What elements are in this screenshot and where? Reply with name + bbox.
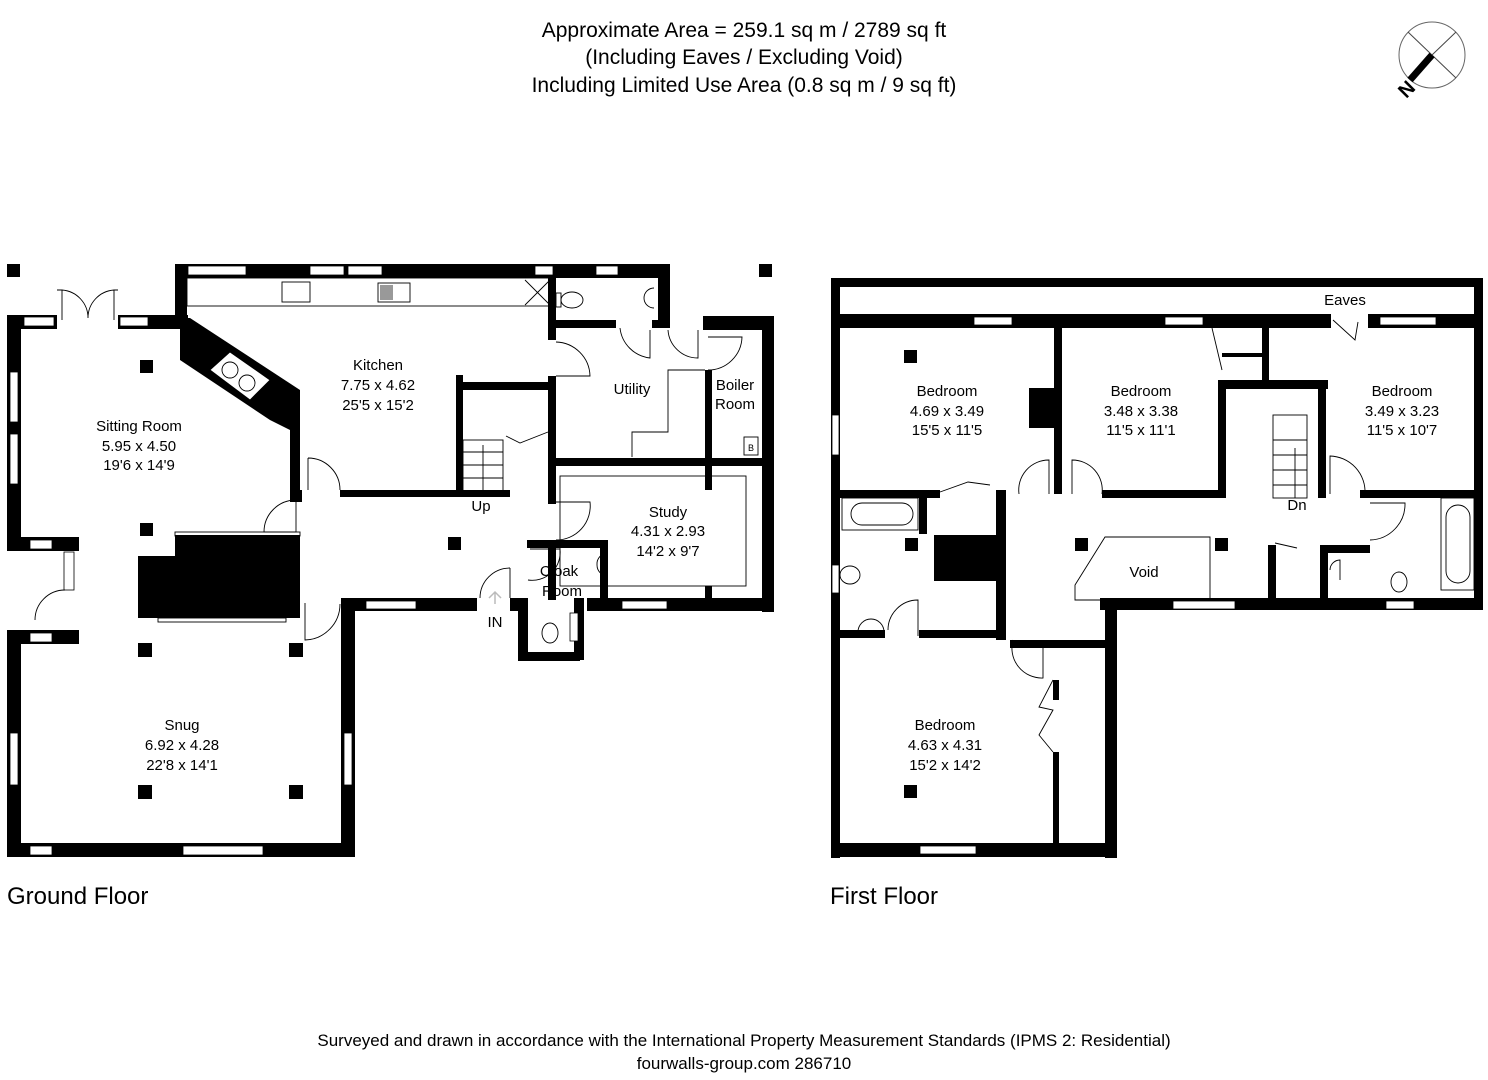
- room-imperial-bedroom-2: 11'5 x 11'1: [1106, 422, 1175, 439]
- room-name-kitchen: Kitchen: [353, 357, 403, 374]
- room-imperial-snug: 22'8 x 14'1: [146, 757, 218, 774]
- void-label: Void: [1129, 564, 1158, 581]
- area-summary: Approximate Area = 259.1 sq m / 2789 sq …: [541, 19, 947, 42]
- room-name-utility: Utility: [614, 381, 651, 398]
- room-metric-bedroom-3: 3.49 x 3.23: [1365, 403, 1439, 420]
- room-metric-sitting-room: 5.95 x 4.50: [102, 438, 176, 455]
- ipms-statement: Surveyed and drawn in accordance with th…: [317, 1031, 1171, 1050]
- room-imperial-sitting-room: 19'6 x 14'9: [103, 457, 175, 474]
- room-metric-bedroom-1: 4.69 x 3.49: [910, 403, 984, 420]
- room-name-bedroom-3: Bedroom: [1372, 383, 1433, 400]
- stairs-up-label: Up: [471, 498, 490, 515]
- north-compass-icon: N: [1394, 21, 1466, 103]
- room-name-sitting-room: Sitting Room: [96, 418, 182, 435]
- surveyor-reference: fourwalls-group.com 286710: [636, 1054, 852, 1073]
- room-name-cloak-room-2: Room: [542, 583, 582, 600]
- room-metric-bedroom-2: 3.48 x 3.38: [1104, 403, 1178, 420]
- eaves-label: Eaves: [1324, 292, 1366, 309]
- first-floor-title: First Floor: [830, 883, 938, 910]
- room-imperial-bedroom-1: 15'5 x 11'5: [912, 422, 983, 439]
- ground-floor-plan: Sitting Room 5.95 x 4.50 19'6 x 14'9 Kit…: [7, 264, 774, 857]
- room-metric-study: 4.31 x 2.93: [631, 523, 705, 540]
- room-name-study: Study: [649, 504, 688, 521]
- ground-floor-title: Ground Floor: [7, 883, 149, 910]
- room-name-cloak-room: Cloak: [540, 563, 579, 580]
- compass-label: N: [1394, 77, 1420, 103]
- room-metric-snug: 6.92 x 4.28: [145, 737, 219, 754]
- room-imperial-bedroom-4: 15'2 x 14'2: [909, 757, 981, 774]
- room-name-bedroom-1: Bedroom: [917, 383, 978, 400]
- room-imperial-kitchen: 25'5 x 15'2: [342, 397, 414, 414]
- room-name-boiler-room: Boiler: [716, 377, 754, 394]
- boiler-mark: B: [748, 443, 754, 453]
- room-name-bedroom-2: Bedroom: [1111, 383, 1172, 400]
- stairs-down-label: Dn: [1287, 497, 1306, 514]
- entrance-label: IN: [488, 614, 503, 631]
- room-imperial-study: 14'2 x 9'7: [636, 543, 699, 560]
- room-metric-bedroom-4: 4.63 x 4.31: [908, 737, 982, 754]
- room-name-bedroom-4: Bedroom: [915, 717, 976, 734]
- room-imperial-bedroom-3: 11'5 x 10'7: [1367, 422, 1438, 439]
- first-floor-plan: Eaves Bedroom 4.69 x 3.49 15'5 x 11'5 Be…: [831, 278, 1483, 858]
- area-note-limited-use: Including Limited Use Area (0.8 sq m / 9…: [531, 74, 957, 97]
- area-note-eaves: (Including Eaves / Excluding Void): [585, 46, 903, 69]
- room-name-boiler-room-2: Room: [715, 396, 755, 413]
- room-name-snug: Snug: [164, 717, 199, 734]
- room-metric-kitchen: 7.75 x 4.62: [341, 377, 415, 394]
- entrance-arrow-icon: [488, 590, 502, 604]
